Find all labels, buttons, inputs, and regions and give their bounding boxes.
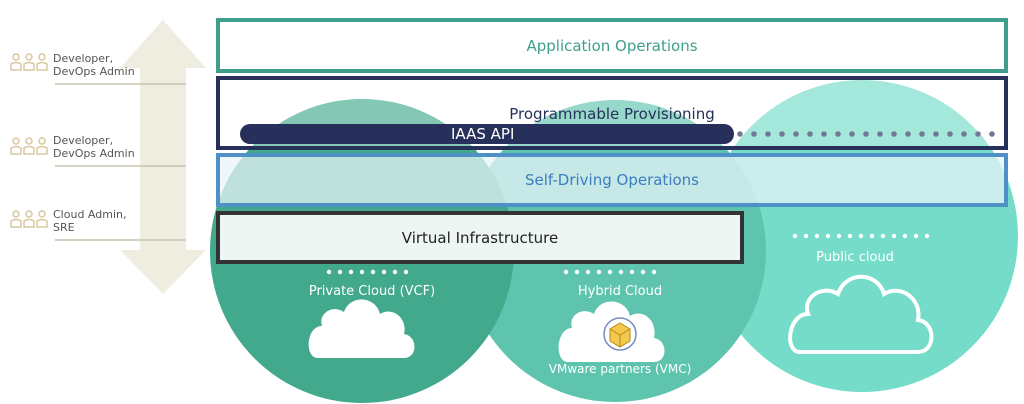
hybrid-cloud-sublabel: VMware partners (VMC) xyxy=(548,362,692,376)
virtual-infrastructure-label: Virtual Infrastructure xyxy=(401,228,559,247)
people-group-icon xyxy=(10,137,48,155)
cloud-outline-icon xyxy=(788,274,934,354)
self-driving-operations-layer: Self-Driving Operations xyxy=(216,153,1008,207)
iaas-api-label: IAAS API xyxy=(451,125,515,143)
private-dots xyxy=(326,269,409,275)
private-cloud-label: Private Cloud (VCF) xyxy=(308,284,436,299)
hybrid-dots xyxy=(563,269,657,275)
role-label-developer: Developer, DevOps Admin xyxy=(53,52,135,78)
role-label-cloud-admin: Cloud Admin, SRE xyxy=(53,208,127,234)
cloud-icon xyxy=(308,299,415,358)
double-arrow xyxy=(120,20,206,294)
role-label-developer: Developer, DevOps Admin xyxy=(53,134,135,160)
application-operations-label: Application Operations xyxy=(526,36,698,55)
people-group-icon xyxy=(10,53,48,71)
iaas-api-dotted-line xyxy=(737,131,995,137)
public-dots xyxy=(792,233,930,239)
programmable-provisioning-label: Programmable Provisioning xyxy=(509,105,715,123)
vmware-cube-icon xyxy=(603,317,637,351)
public-cloud-label: Public cloud xyxy=(816,250,894,265)
virtual-infrastructure-layer: Virtual Infrastructure xyxy=(216,211,744,264)
iaas-api-bar xyxy=(240,124,734,144)
application-operations-layer: Application Operations xyxy=(216,18,1008,73)
self-driving-operations-label: Self-Driving Operations xyxy=(525,171,699,189)
people-group-icon xyxy=(10,210,48,228)
hybrid-cloud-label: Hybrid Cloud xyxy=(577,284,663,299)
